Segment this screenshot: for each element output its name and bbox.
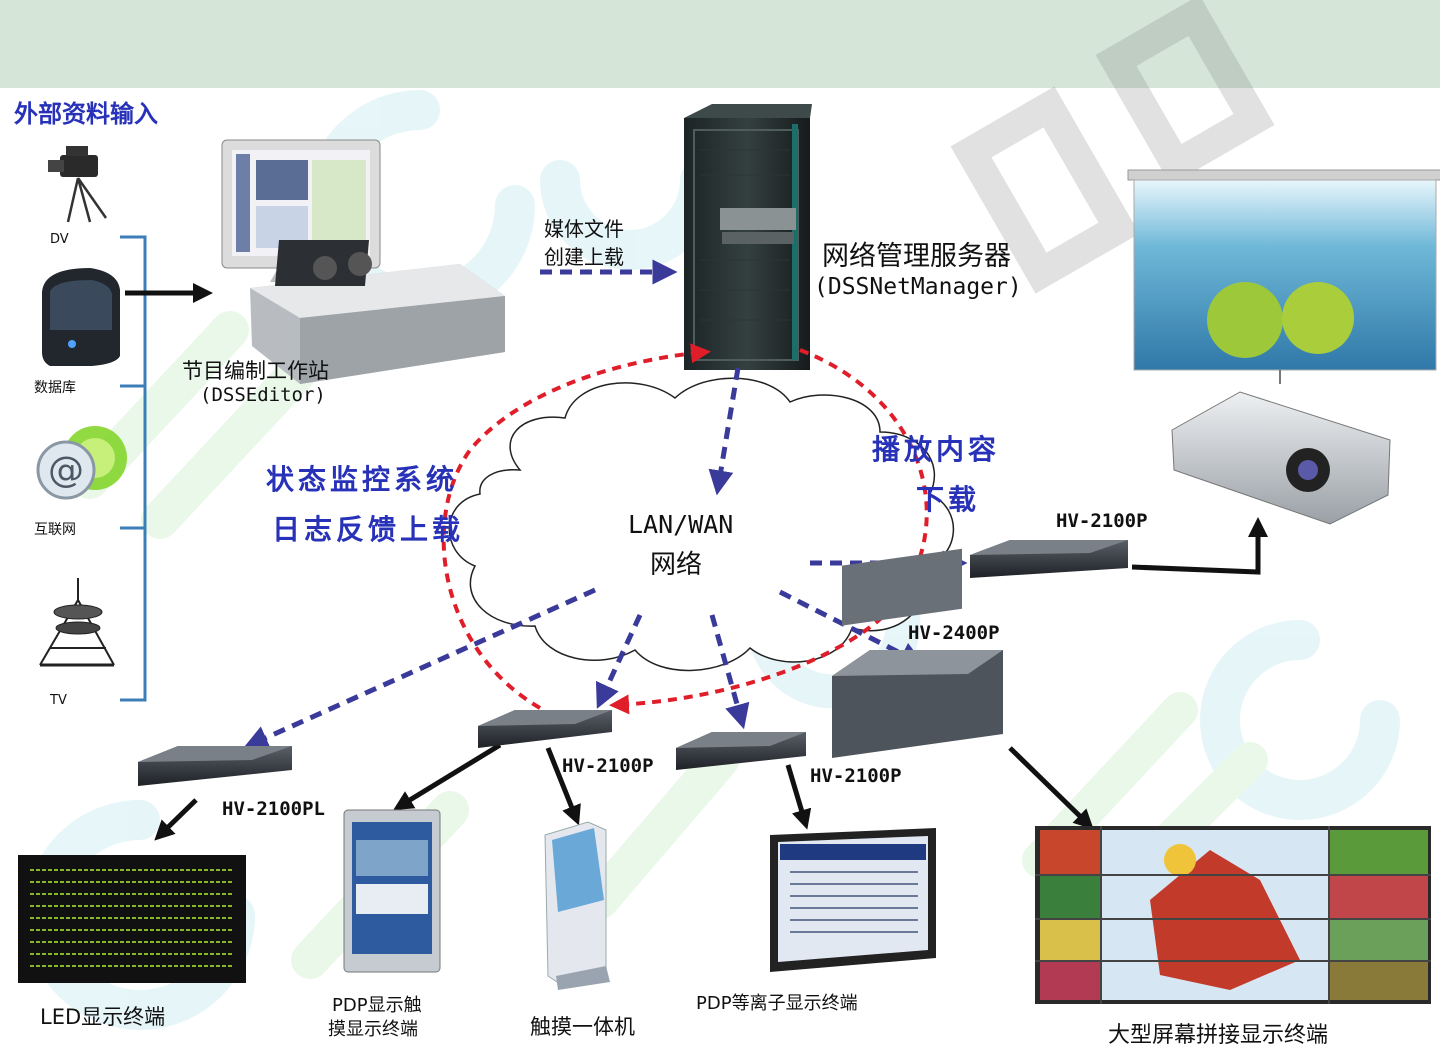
player-label-center-right: HV-2100P xyxy=(810,765,902,787)
center-to-kiosk-arrow xyxy=(545,747,581,826)
workstation-computer xyxy=(221,139,505,384)
player-box-right-mid xyxy=(832,548,1003,758)
video-wall-display xyxy=(1035,826,1431,1004)
player-label-center: HV-2100P xyxy=(562,755,654,777)
cloud-to-center-arrow xyxy=(595,613,643,709)
svg-text:@: @ xyxy=(48,450,84,491)
pdp-touch-display xyxy=(343,809,441,973)
touch-kiosk xyxy=(544,821,610,990)
server-label-1: 网络管理服务器 xyxy=(822,241,1011,272)
source-label-dv: DV xyxy=(50,232,69,247)
right-top-to-projector-arrow xyxy=(1131,517,1268,575)
playback-label-1: 播放内容 xyxy=(872,433,1001,466)
workstation-label-2: (DSSEditor) xyxy=(200,384,326,406)
player-label-right-mid: HV-2400P xyxy=(908,622,1000,644)
source-bracket xyxy=(120,235,147,702)
monitor-arc-left xyxy=(441,343,711,710)
terminal-label-video-wall: 大型屏幕拼接显示终端 xyxy=(1108,1023,1329,1048)
cloud-to-left-arrow xyxy=(243,587,597,750)
terminal-label-pdp-touch-1: PDP显示触 xyxy=(332,995,422,1016)
server-label-2: (DSSNetManager) xyxy=(814,274,1022,300)
database-server-icon xyxy=(42,268,120,366)
source-label-internet: 互联网 xyxy=(34,522,76,538)
player-label-left: HV-2100PL xyxy=(222,798,325,820)
player-label-right-top: HV-2100P xyxy=(1056,510,1148,532)
network-label-1: LAN/WAN xyxy=(628,510,734,539)
header-bar xyxy=(0,0,1440,88)
center-to-pdp-arrow xyxy=(393,742,502,811)
page-title: 外部资料输入 xyxy=(14,100,158,128)
upload-label-2: 创建上载 xyxy=(544,245,624,269)
monitor-label-2: 日志反馈上载 xyxy=(272,513,465,546)
upload-label-1: 媒体文件 xyxy=(544,217,624,241)
monitor-label-1: 状态监控系统 xyxy=(266,463,459,496)
server-rack xyxy=(684,104,812,370)
camcorder-icon xyxy=(48,146,108,223)
player-box-right-top xyxy=(970,540,1128,578)
player-box-center-right xyxy=(676,732,806,770)
player-box-left xyxy=(138,746,292,786)
terminal-label-kiosk: 触摸一体机 xyxy=(530,1015,635,1039)
server-to-cloud-arrow xyxy=(708,367,741,496)
terminal-label-plasma: PDP等离子显示终端 xyxy=(696,993,858,1014)
right-mid-to-wall-arrow xyxy=(1008,746,1094,830)
terminal-label-led: LED显示终端 xyxy=(40,1005,166,1029)
projector xyxy=(1171,391,1391,525)
plasma-display xyxy=(770,828,936,972)
tv-tower-icon xyxy=(39,578,115,667)
projection-screen xyxy=(1127,169,1440,384)
left-to-led-arrow xyxy=(154,798,198,841)
terminal-label-pdp-touch-2: 摸显示终端 xyxy=(328,1019,418,1040)
internet-icon: @ xyxy=(36,426,127,500)
led-display xyxy=(18,855,246,983)
center-right-to-plasma-arrow xyxy=(785,764,812,830)
source-label-database: 数据库 xyxy=(34,380,76,396)
network-label-2: 网络 xyxy=(650,550,703,580)
workstation-label-1: 节目编制工作站 xyxy=(182,359,329,383)
source-label-tv: TV xyxy=(50,693,67,708)
player-box-center xyxy=(478,710,612,748)
playback-label-2: 下载 xyxy=(916,483,981,516)
